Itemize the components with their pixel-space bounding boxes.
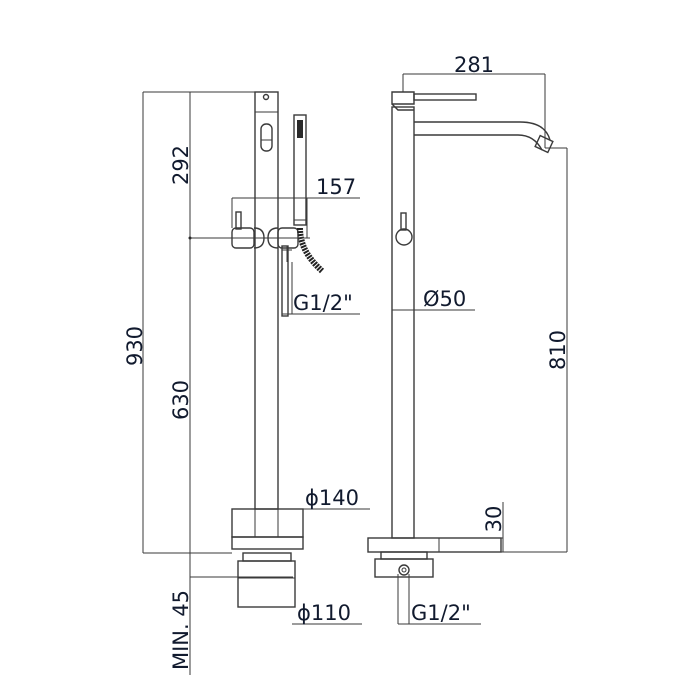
base-lower (231, 536, 304, 550)
base (231, 508, 304, 538)
handshower (293, 114, 307, 226)
floor-flange (237, 560, 296, 608)
spout-aerator (534, 134, 554, 154)
hose (297, 227, 325, 274)
dimension-lines (142, 73, 568, 675)
dim-phi50: Ø50 (423, 287, 466, 311)
diverter-lever (235, 211, 242, 230)
side-knob (395, 228, 413, 246)
supply-pipe (281, 245, 289, 317)
side-lever (413, 93, 477, 101)
dim-930: 930 (123, 326, 147, 366)
dim-810: 810 (546, 330, 570, 370)
dim-phi140: ϕ140 (305, 486, 359, 510)
front-view (190, 91, 325, 608)
dim-min45: MIN. 45 (169, 590, 193, 670)
spout (414, 121, 551, 151)
column-slot (260, 123, 273, 152)
dim-phi110: ϕ110 (297, 601, 351, 625)
dim-30: 30 (482, 506, 506, 533)
front-column (254, 91, 279, 510)
side-cap (391, 91, 415, 105)
dim-g12-front: G1/2" (293, 291, 353, 315)
side-column (391, 106, 415, 539)
flange-neck (242, 552, 292, 562)
dim-630: 630 (169, 380, 193, 420)
dim-157: 157 (316, 175, 356, 199)
dim-281: 281 (454, 53, 494, 77)
dim-g12-side: G1/2" (411, 601, 471, 625)
side-view (367, 91, 554, 624)
dimension-labels: 930 292 630 157 G1/2" ϕ140 ϕ110 MIN. 45 … (123, 53, 570, 670)
side-base (367, 537, 502, 553)
side-flange (374, 558, 434, 578)
dim-292: 292 (169, 145, 193, 185)
